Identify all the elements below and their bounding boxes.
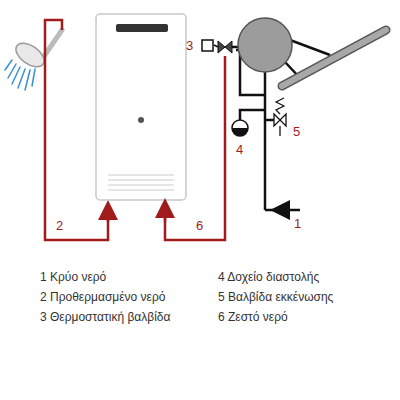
storage-tank — [238, 18, 292, 72]
flow-arrow — [280, 209, 290, 212]
key-entry: 2 Προθερμασμένο νερό — [40, 290, 165, 305]
callout-number: 3 — [186, 38, 193, 53]
expansion-tank — [232, 120, 248, 136]
key-entry: 1 Κρύο νερό — [40, 270, 106, 285]
flow-arrow — [107, 210, 110, 222]
callout-number: 1 — [294, 216, 301, 231]
water-heater — [96, 14, 186, 200]
hot-water-pipe — [165, 56, 225, 240]
relief-valve — [274, 98, 286, 136]
key-entry: 6 Ζεστό νερό — [218, 310, 288, 325]
key-entry: 4 Δοχείο διαστολής — [218, 270, 319, 285]
shower-head — [5, 30, 62, 90]
flow-arrow — [164, 208, 167, 222]
key-entry: 3 Θερμοστατική βαλβίδα — [40, 310, 170, 325]
key-entry: 5 Βαλβίδα εκκένωσης — [218, 290, 333, 305]
thermostatic-valve — [202, 40, 232, 53]
callout-number: 5 — [293, 124, 300, 139]
callout-number: 4 — [236, 142, 243, 157]
solar-collector — [282, 30, 386, 86]
callout-number: 2 — [56, 218, 63, 233]
callout-number: 6 — [196, 218, 203, 233]
